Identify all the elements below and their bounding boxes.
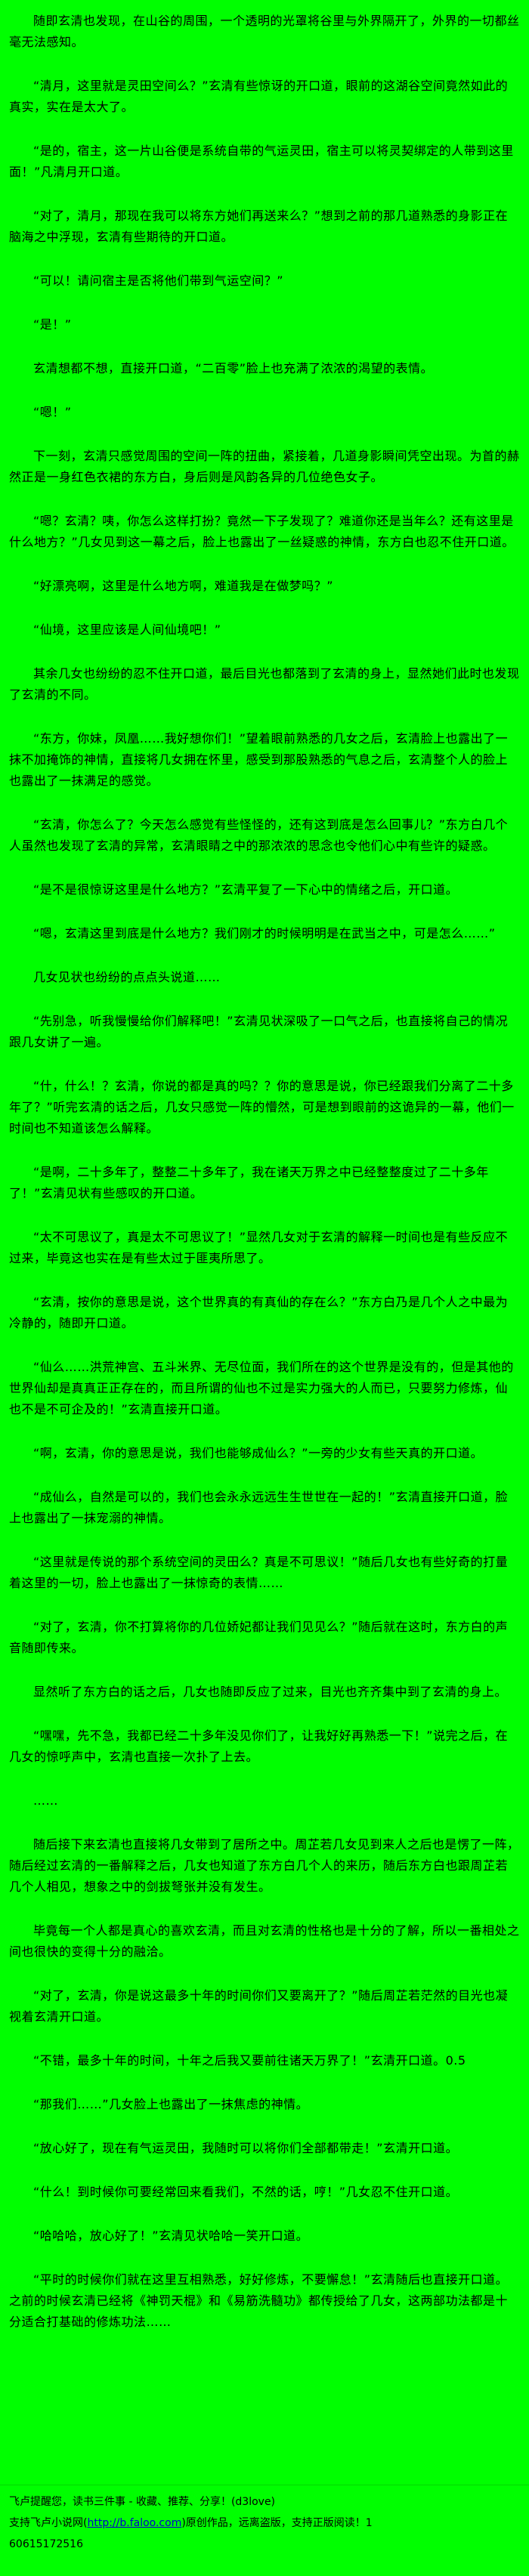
novel-paragraph: “不错，最多十年的时间，十年之后我又要前往诸天万界了！”玄清开口道。0.5: [33, 2053, 466, 2068]
footer-code: 60615172516: [9, 2538, 83, 2550]
novel-paragraph: ……: [33, 1793, 58, 1808]
reader-reminder: 飞卢提醒您，读书三件事 - 收藏、推荐、分享！(d3love): [9, 2496, 276, 2508]
novel-paragraph: 随后接下来玄清也直接将几女带到了居所之中。周芷若几女见到来人之后也是愣了一阵，随…: [9, 1837, 520, 1894]
novel-paragraph: “玄清，你怎么了？今天怎么感觉有些怪怪的，还有这到底是怎么回事儿？”东方白几个人…: [9, 817, 509, 853]
novel-paragraph: 毕竟每一个人都是真心的喜欢玄清，而且对玄清的性格也是十分的了解，所以一番相处之间…: [9, 1923, 520, 1959]
faloo-site-link[interactable]: http://b.faloo.com: [87, 2517, 182, 2529]
novel-paragraph: “放心好了，现在有气运灵田，我随时可以将你们全部都带走！”玄清开口道。: [33, 2141, 459, 2155]
novel-paragraph: “清月，这里就是灵田空间么？”玄清有些惊讶的开口道，眼前的这湖谷空间竟然如此的真…: [9, 79, 509, 114]
support-text-prefix: 支持飞卢小说网(: [9, 2517, 88, 2529]
novel-paragraph: “嗯！”: [33, 405, 72, 419]
novel-paragraph: “这里就是传说的那个系统空间的灵田么？真是不可思议！”随后几女也有些好奇的打量着…: [9, 1555, 509, 1590]
support-notice: 支持飞卢小说网(http://b.faloo.com)原创作品，远离盗版，支持正…: [9, 2514, 520, 2532]
novel-paragraph: “玄清，按你的意思是说，这个世界真的有真仙的存在么？”东方白乃是几个人之中最为冷…: [9, 1295, 509, 1330]
novel-paragraph: “对了，清月，那现在我可以将东方她们再送来么？”想到之前的那几道熟悉的身影正在脑…: [9, 208, 509, 244]
novel-paragraph: “是！”: [33, 317, 72, 332]
support-text-suffix: )原创作品，远离盗版，支持正版阅读！1: [181, 2517, 373, 2529]
novel-paragraph: “太不可思议了，真是太不可思议了！”显然几女对于玄清的解释一时间也是有些反应不过…: [9, 1230, 509, 1265]
novel-paragraph: 其余几女也纷纷的忍不住开口道，最后目光也都落到了玄清的身上，显然她们此时也发现了…: [9, 666, 520, 702]
novel-paragraph: “是不是很惊讶这里是什么地方？”玄清平复了一下心中的情绪之后，开口道。: [33, 882, 459, 897]
novel-paragraph: 玄清想都不想，直接开口道，“二百零”脸上也充满了浓浓的渴望的表情。: [33, 361, 434, 375]
novel-paragraph: “嘿嘿，先不急，我都已经二十多年没见你们了，让我好好再熟悉一下！”说完之后，在几…: [9, 1728, 509, 1764]
novel-paragraph: “对了，玄清，你是说这最多十年的时间你们又要离开了？”随后周芷若茫然的目光也凝视…: [9, 1988, 509, 2024]
novel-paragraph: “哈哈哈，放心好了！”玄清见状哈哈一笑开口道。: [33, 2229, 309, 2243]
novel-paragraph: 几女见状也纷纷的点点头说道……: [33, 970, 221, 984]
novel-paragraph: “嗯？玄清？咦，你怎么这样打扮？竟然一下子发现了？难道你还是当年么？还有这里是什…: [9, 514, 515, 549]
novel-paragraph: “是啊，二十多年了，整整二十多年了，我在诸天万界之中已经整整度过了二十多年了！”…: [9, 1165, 489, 1200]
novel-paragraph: 显然听了东方白的话之后，几女也随即反应了过来，目光也齐齐集中到了玄清的身上。: [33, 1685, 508, 1699]
chapter-content: 随即玄清也发现，在山谷的周围，一个透明的光罩将谷里与外界隔开了，外界的一切都丝毫…: [9, 14, 520, 2329]
novel-paragraph: “仙境，这里应该是人间仙境吧！”: [33, 622, 221, 637]
novel-paragraph: “对了，玄清，你不打算将你的几位娇妃都让我们见见么？”随后就在这时，东方白的声音…: [9, 1620, 509, 1655]
novel-paragraph: 下一刻，玄清只感觉周围的空间一阵的扭曲，紧接着，几道身影瞬间凭空出现。为首的赫然…: [9, 449, 520, 484]
page-footer: 飞卢提醒您，读书三件事 - 收藏、推荐、分享！(d3love) 支持飞卢小说网(…: [0, 2485, 529, 2576]
novel-paragraph: “先别急，听我慢慢给你们解释吧！”玄清见状深吸了一口气之后，也直接将自己的情况跟…: [9, 1014, 509, 1049]
novel-paragraph: “啊，玄清，你的意思是说，我们也能够成仙么？”一旁的少女有些天真的开口道。: [33, 1446, 484, 1460]
novel-paragraph: “嗯，玄清这里到底是什么地方？我们刚才的时候明明是在武当之中，可是怎么……”: [33, 926, 496, 941]
novel-paragraph: “什么！到时候你可要经常回来看我们，不然的话，哼！”几女忍不住开口道。: [33, 2185, 459, 2199]
novel-paragraph: “什，什么！？玄清，你说的都是真的吗？？你的意思是说，你已经跟我们分离了二十多年…: [9, 1079, 515, 1135]
novel-paragraph: “仙么……洪荒神宫、五斗米界、无尽位面，我们所在的这个世界是没有的，但是其他的世…: [9, 1360, 514, 1416]
novel-paragraph: “可以！请问宿主是否将他们带到气运空间？”: [33, 273, 284, 288]
novel-paragraph: “东方，你妹，凤凰……我好想你们！”望着眼前熟悉的几女之后，玄清脸上也露出了一抹…: [9, 731, 509, 788]
novel-paragraph: 随即玄清也发现，在山谷的周围，一个透明的光罩将谷里与外界隔开了，外界的一切都丝毫…: [9, 14, 520, 49]
novel-paragraph: “是的，宿主，这一片山谷便是系统自带的气运灵田，宿主可以将灵契绑定的人带到这里面…: [9, 144, 514, 179]
novel-paragraph: “平时的时候你们就在这里互相熟悉，好好修炼，不要懈怠！”玄清随后也直接开口道。之…: [9, 2272, 509, 2329]
novel-paragraph: “那我们……”几女脸上也露出了一抹焦虑的神情。: [33, 2097, 309, 2111]
novel-paragraph: “成仙么，自然是可以的，我们也会永永远远生生世世在一起的！”玄清直接开口道，脸上…: [9, 1490, 509, 1525]
novel-paragraph: “好漂亮啊，这里是什么地方啊，难道我是在做梦吗？”: [33, 579, 334, 593]
